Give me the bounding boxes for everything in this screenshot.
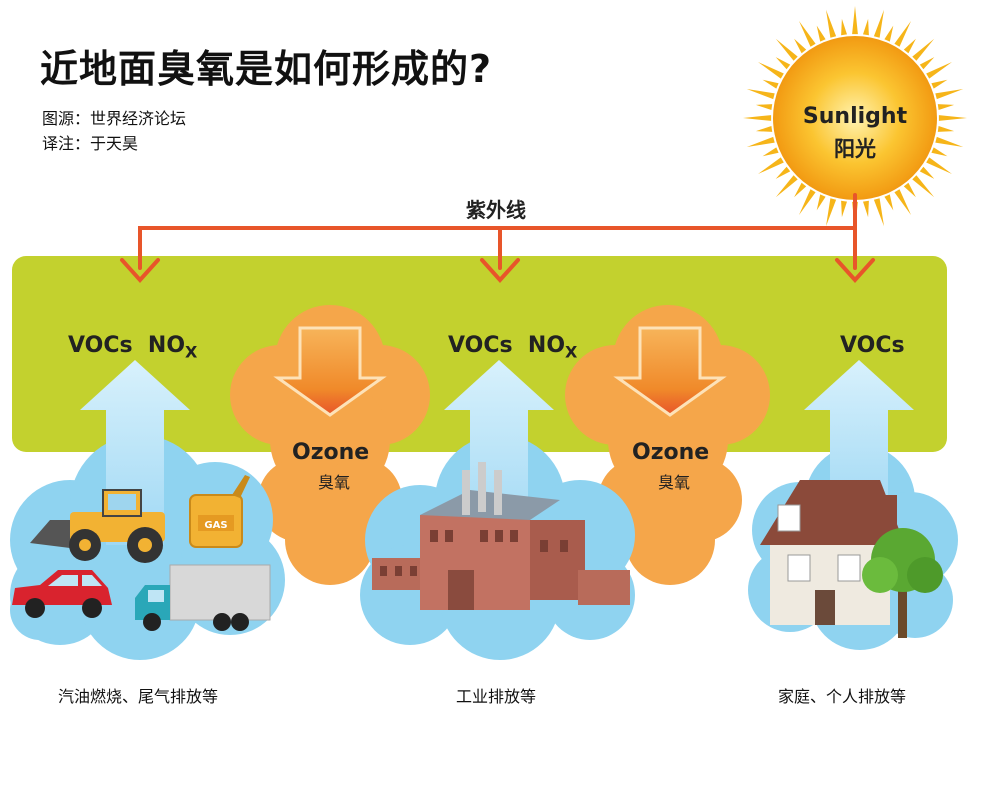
sun-ray: [894, 189, 911, 215]
chem-label-right: VOCs: [840, 333, 905, 358]
sun-ray: [937, 126, 955, 132]
sun-ray: [762, 79, 779, 89]
uv-arrowhead-right: [835, 258, 875, 283]
ozone-label-zh-right: 臭氧: [658, 473, 691, 492]
sun-ray: [746, 89, 775, 100]
sun-ray: [758, 157, 784, 174]
sun-label-en: Sunlight: [802, 104, 908, 129]
ozone-label-en-left: Ozone: [292, 440, 370, 465]
sun-ray: [935, 89, 964, 100]
sun-ray: [926, 157, 952, 174]
sun-ray: [894, 21, 911, 47]
chem-label-left: VOCs NOX: [68, 333, 197, 361]
sun-ray: [799, 21, 816, 47]
sun-ray: [826, 9, 837, 38]
chem-label-middle: VOCs NOX: [448, 333, 577, 361]
nox-label-left: NOX: [147, 333, 198, 362]
sun-rays: [743, 6, 967, 230]
sun-ray: [775, 38, 798, 61]
gas-can-icon: GAS: [189, 475, 250, 548]
sun-ray: [794, 182, 807, 198]
sun-ray: [755, 126, 773, 132]
car-icon: [12, 570, 112, 618]
ozone-label-zh-left: 臭氧: [318, 473, 351, 492]
caption-right: 家庭、个人排放等: [778, 687, 907, 706]
sun-ray: [903, 38, 916, 54]
sun-ray: [938, 115, 967, 121]
vocs-label-right: VOCs: [840, 333, 905, 358]
source-line: 图源：世界经济论坛: [42, 109, 187, 128]
translator-line: 译注：于天昊: [42, 134, 139, 153]
sun-ray: [931, 147, 948, 157]
uv-lines: [120, 193, 875, 283]
sun-ray: [746, 136, 775, 147]
caption-left: 汽油燃烧、尾气排放等: [58, 687, 219, 706]
sun-ray: [841, 18, 847, 36]
sun-ray: [816, 25, 826, 42]
loader-icon: [30, 489, 165, 563]
vocs-label-left: VOCs: [68, 333, 133, 358]
sun-ray: [884, 25, 894, 42]
caption-middle: 工业排放等: [456, 687, 537, 706]
ozone-label-en-right: Ozone: [632, 440, 710, 465]
sun-label-zh: 阳光: [834, 137, 876, 161]
sun-ray: [826, 198, 837, 227]
sun-disc: [773, 36, 937, 200]
vocs-label-middle: VOCs: [448, 333, 513, 358]
sun-ray: [863, 18, 869, 36]
sun-ray: [841, 200, 847, 218]
sun: [743, 6, 967, 230]
ozone-down-arrow-right: [613, 326, 727, 417]
sun-ray: [816, 194, 826, 211]
sun-ray: [935, 136, 964, 147]
nox-label-middle: NOX: [527, 333, 578, 362]
sun-ray: [912, 175, 935, 198]
sun-ray: [743, 115, 772, 121]
sun-ray: [762, 147, 779, 157]
uv-arrowhead-left: [120, 258, 160, 283]
sun-ray: [755, 104, 773, 110]
sun-ray: [873, 9, 884, 38]
sun-ray: [775, 166, 791, 179]
uv-main-line: [138, 193, 857, 270]
sun-ray: [912, 38, 935, 61]
sun-ray: [758, 62, 784, 79]
sun-ray: [794, 38, 807, 54]
page-title: 近地面臭氧是如何形成的?: [40, 47, 493, 91]
sun-ray: [852, 6, 858, 35]
truck-icon: [135, 564, 271, 631]
sun-ray: [863, 200, 869, 218]
sun-ray: [931, 79, 948, 89]
sun-ray: [799, 189, 816, 215]
sun-ray: [919, 57, 935, 70]
factory-icon: [372, 462, 630, 610]
sun-ray: [884, 194, 894, 211]
uv-label: 紫外线: [466, 198, 526, 222]
uv-arrowhead-middle: [480, 258, 520, 283]
sun-ray: [873, 198, 884, 227]
sun-ray: [926, 62, 952, 79]
sun-ray: [937, 104, 955, 110]
sun-ray: [775, 57, 791, 70]
sun-ray: [919, 166, 935, 179]
gas-can-label: GAS: [204, 520, 227, 531]
sun-ray: [775, 175, 798, 198]
ozone-down-arrow-left: [273, 326, 387, 417]
tree-icon: [862, 528, 943, 638]
sun-ray: [903, 182, 916, 198]
